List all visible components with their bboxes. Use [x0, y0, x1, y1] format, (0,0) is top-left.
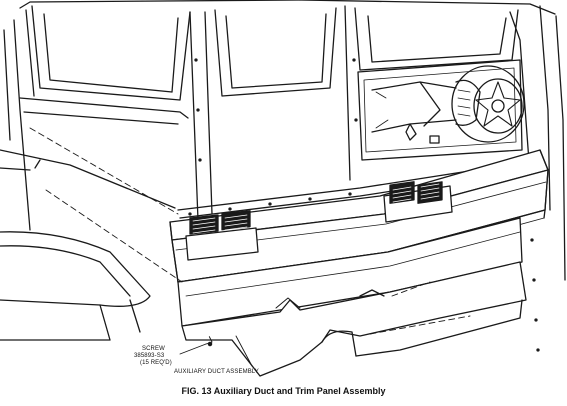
van-body-outline	[0, 0, 566, 352]
auxiliary-duct-callout: AUXILIARY DUCT ASSEMBLY	[174, 369, 259, 375]
screw-mark	[207, 341, 213, 347]
rear-seat	[0, 231, 151, 341]
left-air-register	[185, 210, 259, 261]
assembly-leader-lines	[29, 127, 471, 343]
screw-callout-title: SCREW	[142, 346, 165, 352]
screw-part-number: 385893-S3	[134, 353, 165, 359]
blower-assembly	[357, 59, 525, 161]
louver-slats	[192, 183, 440, 234]
figure-caption: FIG. 13 Auxiliary Duct and Trim Panel As…	[181, 386, 386, 396]
trim-panel	[177, 217, 527, 377]
screw-quantity: (15 REQ'D)	[140, 360, 172, 366]
